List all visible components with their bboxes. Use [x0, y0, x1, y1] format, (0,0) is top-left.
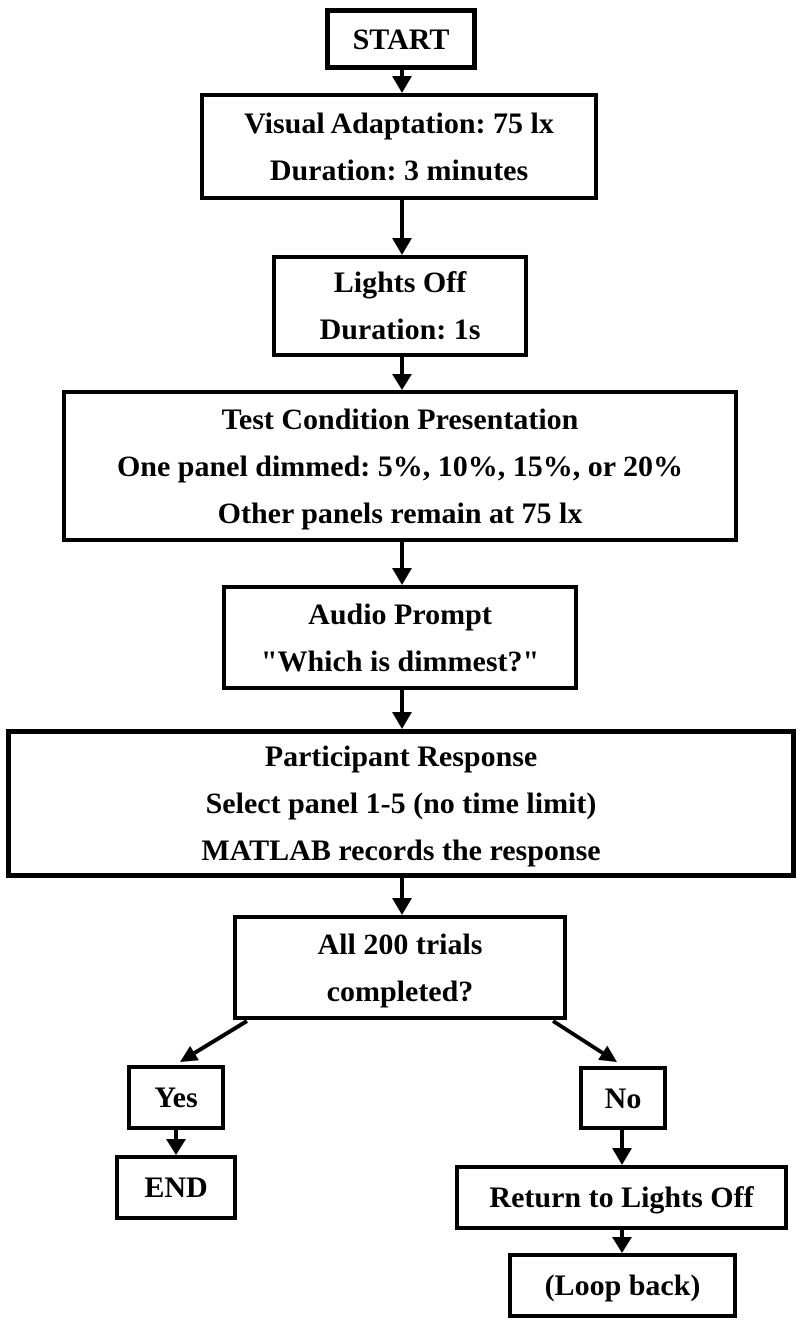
node-no: No: [579, 1066, 667, 1130]
node-visual-adaptation: Visual Adaptation: 75 lx Duration: 3 min…: [200, 93, 598, 200]
node-text-line: One panel dimmed: 5%, 10%, 15%, or 20%: [116, 449, 684, 483]
node-loop-back: (Loop back): [508, 1253, 737, 1318]
node-yes-label: Yes: [154, 1081, 198, 1114]
node-text-line: MATLAB records the response: [201, 834, 601, 867]
node-text-line: Other panels remain at 75 lx: [217, 496, 583, 530]
node-text-line: Select panel 1-5 (no time limit): [205, 787, 597, 820]
node-trials-check: All 200 trials completed?: [233, 915, 567, 1020]
node-start: START: [325, 8, 477, 70]
arrow-yes-to-end: [166, 1130, 186, 1155]
node-end-label: END: [144, 1171, 208, 1204]
node-text-line: Visual Adaptation: 75 lx: [244, 106, 554, 140]
arrow-no-to-return: [612, 1130, 632, 1165]
node-text-line: "Which is dimmest?": [260, 644, 540, 678]
node-yes: Yes: [127, 1065, 225, 1130]
node-text-line: Duration: 3 minutes: [269, 153, 529, 187]
node-audio-prompt: Audio Prompt "Which is dimmest?": [222, 585, 578, 690]
node-lights-off: Lights Off Duration: 1s: [272, 255, 528, 357]
arrow-return-to-loop-back: [612, 1230, 632, 1253]
node-participant-response: Participant Response Select panel 1-5 (n…: [6, 729, 796, 878]
arrow-test-condition-to-audio-prompt: [392, 542, 412, 585]
node-return-to-lights-off: Return to Lights Off: [455, 1165, 788, 1230]
node-text-line: completed?: [326, 974, 474, 1008]
node-loop-back-label: (Loop back): [544, 1269, 701, 1302]
arrow-start-to-adaptation: [392, 70, 412, 93]
node-text-line: Lights Off: [333, 266, 467, 299]
node-text-line: Participant Response: [264, 740, 538, 773]
arrow-adaptation-to-lights-off: [392, 200, 412, 255]
arrow-trials-check-to-no: [551, 1019, 617, 1062]
node-text-line: Duration: 1s: [319, 313, 481, 346]
node-no-label: No: [604, 1081, 642, 1115]
node-test-condition-presentation: Test Condition Presentation One panel di…: [62, 390, 738, 542]
node-return-label: Return to Lights Off: [489, 1181, 754, 1214]
node-text-line: All 200 trials: [317, 927, 483, 961]
arrow-trials-check-to-yes: [180, 1019, 249, 1062]
arrow-response-to-trials-check: [392, 878, 412, 915]
arrow-audio-prompt-to-response: [392, 690, 412, 729]
node-start-label: START: [352, 22, 450, 56]
node-end: END: [115, 1155, 237, 1220]
node-text-line: Audio Prompt: [308, 597, 492, 631]
node-text-line: Test Condition Presentation: [221, 402, 579, 436]
arrow-lights-off-to-test-condition: [392, 357, 412, 390]
